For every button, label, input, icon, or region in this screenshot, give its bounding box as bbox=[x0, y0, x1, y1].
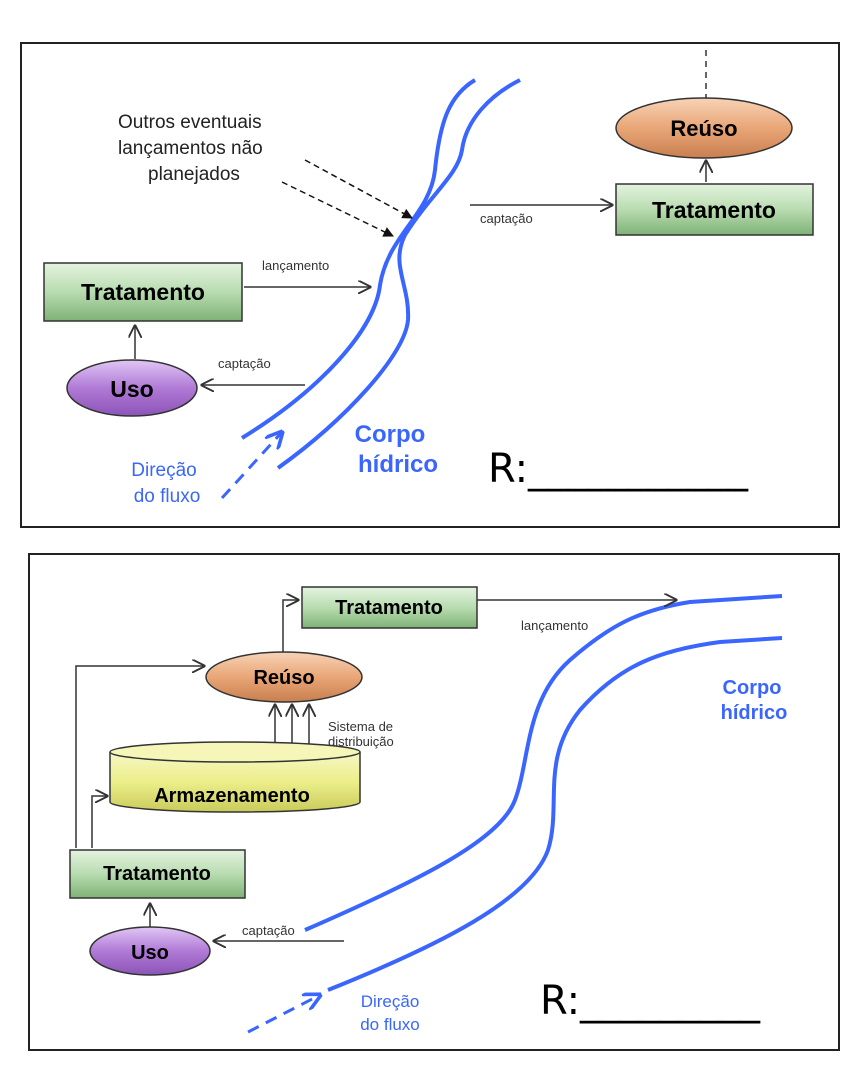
diagram2-capture-label: captação bbox=[242, 923, 295, 938]
diagram1-note-line2: lançamentos não bbox=[118, 138, 263, 159]
diagram2-arrow-reuse-to-treatment bbox=[282, 600, 298, 652]
diagram2-flow-line2: do fluxo bbox=[360, 1015, 420, 1034]
diagram1-flow-line2: do fluxo bbox=[134, 486, 201, 507]
diagram1-note-line1: Outros eventuais bbox=[118, 112, 262, 133]
diagram1-dashed-arrow-1 bbox=[304, 159, 413, 219]
diagram1-release-label: lançamento bbox=[262, 258, 329, 273]
diagram1-answer-blank: R:___________ bbox=[488, 446, 749, 492]
diagram1-capture-right-label: captação bbox=[480, 211, 533, 226]
diagram1-treatment-right-node: Tratamento bbox=[615, 183, 814, 236]
diagram2-arrow-treatment-to-reuse bbox=[75, 666, 204, 848]
diagram1-river bbox=[220, 78, 521, 500]
diagram1-flow-line1: Direção bbox=[131, 460, 196, 481]
diagram1-reuse-label: Reúso bbox=[670, 116, 737, 141]
diagram2-storage-node: Armazenamento bbox=[109, 741, 361, 813]
diagram2-water-body-line2: hídrico bbox=[721, 702, 788, 724]
diagram1-treatment-left-label: Tratamento bbox=[81, 279, 205, 305]
diagram1-flow-arrow bbox=[220, 432, 282, 500]
diagram1-use-label: Uso bbox=[110, 376, 153, 402]
diagram2-arrow-treatment-to-storage bbox=[91, 796, 107, 848]
diagram1-use-node: Uso bbox=[66, 359, 198, 417]
diagram2-distribution-line1: Sistema de bbox=[328, 719, 393, 734]
diagram1-water-body-line1: Corpo bbox=[355, 421, 426, 448]
diagram1-treatment-left-node: Tratamento bbox=[43, 262, 243, 322]
diagram2-answer-blank: R:_________ bbox=[540, 978, 761, 1024]
diagram2-flow-line1: Direção bbox=[361, 992, 420, 1011]
diagram2-flow-arrow bbox=[247, 995, 320, 1034]
diagram2-reuse-label: Reúso bbox=[253, 667, 314, 689]
diagram2-use-label: Uso bbox=[131, 942, 169, 964]
diagram1-reuse-node: Reúso bbox=[615, 97, 793, 159]
diagram2-treatment-bottom-label: Tratamento bbox=[103, 863, 211, 885]
diagram2-treatment-top-node: Tratamento bbox=[301, 586, 478, 629]
diagram2-use-node: Uso bbox=[89, 926, 211, 976]
diagram2-storage-label: Armazenamento bbox=[154, 785, 310, 807]
diagram2-treatment-top-label: Tratamento bbox=[335, 597, 443, 619]
diagram1-water-body-line2: hídrico bbox=[358, 451, 438, 478]
diagram1-treatment-right-label: Tratamento bbox=[652, 197, 776, 223]
diagram1-note-line3: planejados bbox=[148, 164, 240, 185]
diagram2-river bbox=[247, 594, 783, 1034]
diagram1-dashed-arrow-2 bbox=[281, 181, 394, 237]
diagram2-water-body-line1: Corpo bbox=[723, 677, 782, 699]
diagram2-release-label: lançamento bbox=[521, 618, 588, 633]
diagram2-distribution-line2: distribuição bbox=[328, 734, 394, 749]
diagram2-treatment-bottom-node: Tratamento bbox=[69, 849, 246, 899]
diagram1-capture-left-label: captação bbox=[218, 356, 271, 371]
diagram2-reuse-node: Reúso bbox=[205, 651, 363, 703]
